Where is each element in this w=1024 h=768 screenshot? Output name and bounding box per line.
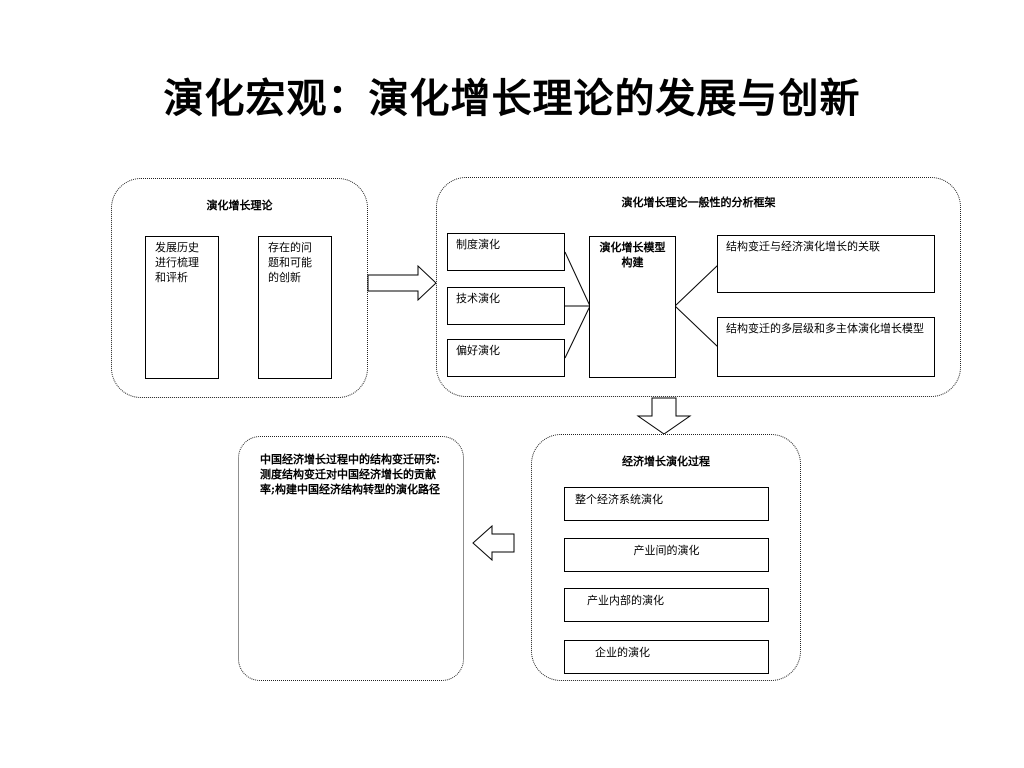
preference-evolution-box: 偏好演化 bbox=[447, 339, 565, 377]
china-research-text: 中国经济增长过程中的结构变迁研究:测度结构变迁对中国经济增长的贡献率;构建中国经… bbox=[260, 453, 441, 496]
theory-panel-title: 演化增长理论 bbox=[206, 199, 273, 212]
china-panel bbox=[238, 436, 464, 681]
whole-economy-box: 整个经济系统演化 bbox=[564, 487, 769, 521]
inter-industry-box: 产业间的演化 bbox=[564, 538, 769, 572]
firm-evolution-box: 企业的演化 bbox=[564, 640, 769, 674]
institution-evolution-box: 制度演化 bbox=[447, 233, 565, 271]
history-review-box: 发展历史进行梳理和评析 bbox=[145, 236, 219, 379]
technology-evolution-box: 技术演化 bbox=[447, 287, 565, 325]
problems-innovation-box: 存在的问题和可能的创新 bbox=[258, 236, 332, 379]
arrow-down-icon bbox=[636, 397, 692, 435]
process-panel-title: 经济增长演化过程 bbox=[622, 455, 710, 468]
arrow-right-icon bbox=[367, 264, 437, 302]
structure-link-box: 结构变迁与经济演化增长的关联 bbox=[717, 235, 935, 293]
page-title: 演化宏观：演化增长理论的发展与创新 bbox=[163, 75, 861, 122]
framework-panel-title: 演化增长理论一般性的分析框架 bbox=[621, 196, 776, 209]
growth-model-box: 演化增长模型构建 bbox=[589, 236, 676, 378]
multilevel-model-box: 结构变迁的多层级和多主体演化增长模型 bbox=[717, 317, 935, 377]
intra-industry-box: 产业内部的演化 bbox=[564, 588, 769, 622]
arrow-left-icon bbox=[472, 524, 515, 562]
